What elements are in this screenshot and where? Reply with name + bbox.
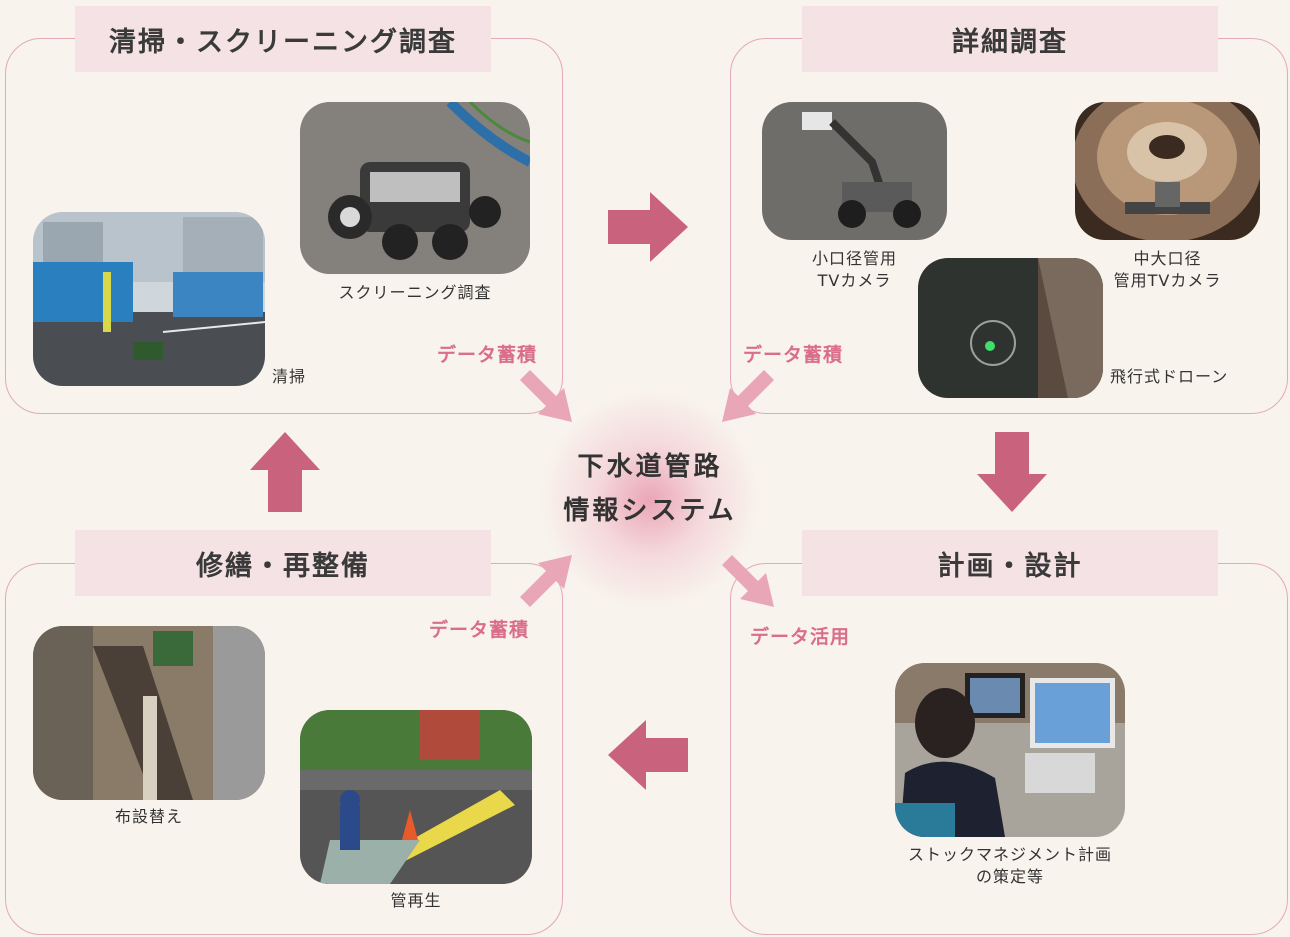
cleaning-photo xyxy=(33,212,265,386)
large-tv-camera-photo xyxy=(1075,102,1260,240)
left-arrow-icon xyxy=(608,720,688,790)
detailed-title: 詳細調査 xyxy=(802,6,1218,72)
drone-photo xyxy=(918,258,1103,398)
down-arrow-icon xyxy=(977,432,1047,512)
diag-arrow-top-right-icon xyxy=(722,370,774,422)
diag-arrow-top-left-icon xyxy=(520,370,572,422)
data-accumulate-label-3: データ蓄積 xyxy=(429,619,530,641)
diag-arrow-bottom-right-icon xyxy=(722,555,774,607)
planning-title: 計画・設計 xyxy=(802,530,1218,596)
replacement-photo xyxy=(33,626,265,800)
large-tv-caption: 中大口径 管用TVカメラ xyxy=(1113,249,1222,290)
stock-management-photo xyxy=(895,663,1125,837)
screening-robot-photo xyxy=(300,102,530,274)
replacement-caption: 布設替え xyxy=(114,807,183,826)
screening-caption: スクリーニング調査 xyxy=(338,283,492,302)
small-tv-caption: 小口径管用 TVカメラ xyxy=(811,249,897,290)
rehab-caption: 管再生 xyxy=(390,891,442,910)
up-arrow-icon xyxy=(250,432,320,512)
center-glow xyxy=(540,390,760,610)
data-utilize-label: データ活用 xyxy=(750,626,851,648)
drone-caption: 飛行式ドローン xyxy=(1110,367,1229,386)
diag-arrow-bottom-left-icon xyxy=(520,555,572,607)
cleaning-caption: 清掃 xyxy=(272,367,307,386)
data-accumulate-label-1: データ蓄積 xyxy=(437,344,538,366)
cleaning-title: 清掃・スクリーニング調査 xyxy=(75,6,491,72)
small-tv-camera-photo xyxy=(762,102,947,240)
stock-caption: ストックマネジメント計画 の策定等 xyxy=(907,845,1112,886)
repair-title: 修繕・再整備 xyxy=(75,530,491,596)
rehab-photo xyxy=(300,710,532,884)
right-arrow-icon xyxy=(608,192,688,262)
center-title: 下水道管路 情報システム xyxy=(563,452,737,526)
data-accumulate-label-2: データ蓄積 xyxy=(743,344,844,366)
